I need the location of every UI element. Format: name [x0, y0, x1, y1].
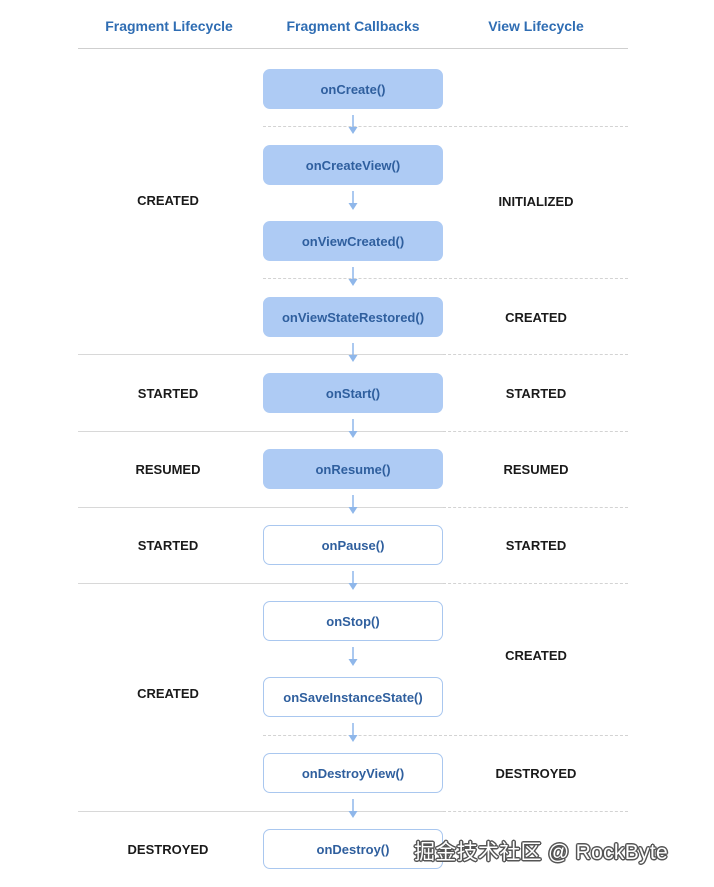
- on-destroy-callback: onDestroy(): [263, 829, 443, 869]
- fragment-state-divider: [78, 354, 443, 355]
- flow-arrow-icon: [347, 571, 359, 591]
- flow-arrow-icon: [347, 419, 359, 439]
- flow-arrow-icon: [347, 115, 359, 135]
- view-state-divider: [263, 126, 628, 127]
- fragment-callbacks-header: Fragment Callbacks: [286, 18, 420, 34]
- fragment-state-label: DESTROYED: [127, 842, 209, 857]
- fragment-state-label: STARTED: [137, 386, 199, 401]
- view-state-divider: [443, 811, 628, 812]
- view-state-label: STARTED: [505, 386, 567, 401]
- view-state-divider: [443, 583, 628, 584]
- on-destroy-view-callback: onDestroyView(): [263, 753, 443, 793]
- on-create-callback: onCreate(): [263, 69, 443, 109]
- view-state-label: CREATED: [505, 648, 567, 663]
- on-view-state-restored-callback: onViewStateRestored(): [263, 297, 443, 337]
- on-stop-callback: onStop(): [263, 601, 443, 641]
- flow-arrow-icon: [347, 495, 359, 515]
- view-state-label: RESUMED: [503, 462, 569, 477]
- on-start-callback: onStart(): [263, 373, 443, 413]
- flow-arrow-icon: [347, 191, 359, 211]
- on-pause-callback: onPause(): [263, 525, 443, 565]
- on-create-view-callback: onCreateView(): [263, 145, 443, 185]
- view-lifecycle-header: View Lifecycle: [488, 18, 584, 34]
- flow-arrow-icon: [347, 799, 359, 819]
- flow-arrow-icon: [347, 267, 359, 287]
- fragment-state-divider: [78, 811, 443, 812]
- fragment-state-divider: [78, 507, 443, 508]
- on-save-instance-state-callback: onSaveInstanceState(): [263, 677, 443, 717]
- fragment-state-divider: [78, 583, 443, 584]
- view-state-divider: [263, 735, 628, 736]
- on-view-created-callback: onViewCreated(): [263, 221, 443, 261]
- fragment-state-label: CREATED: [137, 686, 199, 701]
- fragment-state-label: CREATED: [137, 193, 199, 208]
- view-state-label: CREATED: [505, 310, 567, 325]
- flow-arrow-icon: [347, 723, 359, 743]
- view-state-label: STARTED: [505, 538, 567, 553]
- view-state-divider: [443, 431, 628, 432]
- view-state-label: INITIALIZED: [498, 194, 574, 209]
- flow-arrow-icon: [347, 647, 359, 667]
- view-state-divider: [263, 278, 628, 279]
- fragment-lifecycle-header: Fragment Lifecycle: [105, 18, 233, 34]
- view-state-divider: [443, 354, 628, 355]
- on-resume-callback: onResume(): [263, 449, 443, 489]
- fragment-state-label: STARTED: [137, 538, 199, 553]
- flow-arrow-icon: [347, 343, 359, 363]
- view-state-divider: [443, 507, 628, 508]
- watermark: 掘金技术社区 @ RockByte: [414, 841, 668, 864]
- fragment-state-divider: [78, 431, 443, 432]
- fragment-state-label: RESUMED: [135, 462, 201, 477]
- header-divider: [78, 48, 628, 49]
- view-state-label: DESTROYED: [495, 766, 577, 781]
